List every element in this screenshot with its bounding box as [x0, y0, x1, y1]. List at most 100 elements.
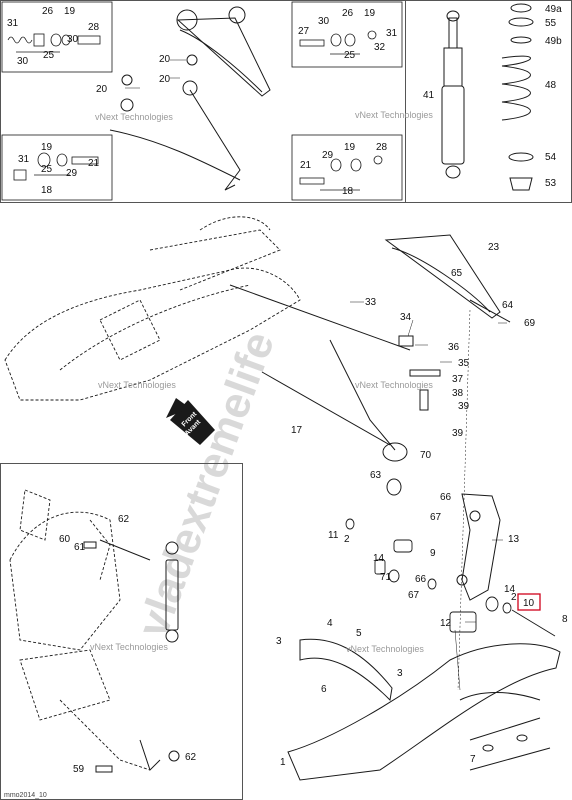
- vnext-watermark-3: vNext Technologies: [98, 380, 176, 390]
- callout-62: 62: [118, 514, 130, 525]
- skid-plate-and-ski: [287, 638, 561, 781]
- callout-41: 41: [423, 90, 435, 101]
- callout-1: 1: [280, 757, 286, 768]
- callout-19: 19: [344, 142, 356, 153]
- callout-64: 64: [502, 300, 514, 311]
- callout-55: 55: [545, 18, 557, 29]
- callout-60: 60: [59, 534, 71, 545]
- callout-53: 53: [545, 178, 557, 189]
- callout-36: 36: [448, 342, 460, 353]
- a-arm-assembly-top: [109, 6, 271, 191]
- callout-20: 20: [96, 84, 108, 95]
- callout-49a: 49a: [545, 4, 562, 15]
- callout-65: 65: [451, 268, 463, 279]
- callout-29: 29: [66, 168, 78, 179]
- callout-62: 62: [185, 752, 197, 763]
- callout-18: 18: [342, 186, 354, 197]
- callout-33: 33: [365, 297, 377, 308]
- vnext-watermark-2: vNext Technologies: [355, 110, 433, 120]
- callout-26: 26: [342, 8, 354, 19]
- callout-30: 30: [318, 16, 330, 27]
- callout-70: 70: [420, 450, 432, 461]
- callout-54: 54: [545, 152, 557, 163]
- callout-28: 28: [88, 22, 100, 33]
- callout-28: 28: [376, 142, 388, 153]
- callout-30: 30: [17, 56, 29, 67]
- callout-37: 37: [452, 374, 464, 385]
- callout-48: 48: [545, 80, 557, 91]
- callout-66: 66: [415, 574, 427, 585]
- callout-66: 66: [440, 492, 452, 503]
- callout-19: 19: [64, 6, 76, 17]
- steering-spindle: [456, 493, 501, 601]
- callout-10: 10: [523, 598, 535, 609]
- site-watermark: vladextremelife: [128, 326, 284, 644]
- callout-9: 9: [430, 548, 436, 559]
- callout-32: 32: [374, 42, 386, 53]
- callout-19: 19: [41, 142, 53, 153]
- lower-a-arm-detail-box-right: [291, 134, 403, 201]
- highlighted-callout-box: [517, 593, 541, 611]
- callout-34: 34: [400, 312, 412, 323]
- callout-35: 35: [458, 358, 470, 369]
- callout-8: 8: [562, 614, 568, 625]
- callout-21: 21: [88, 158, 100, 169]
- callout-25: 25: [41, 164, 53, 175]
- callout-20: 20: [159, 74, 171, 85]
- vnext-watermark-4: vNext Technologies: [355, 380, 433, 390]
- callout-13: 13: [508, 534, 520, 545]
- callout-31: 31: [18, 154, 30, 165]
- callout-11: 11: [328, 530, 339, 541]
- callout-29: 29: [322, 150, 334, 161]
- callout-14: 14: [504, 584, 516, 595]
- footer-code: mmo2014_10: [4, 792, 47, 799]
- callout-20: 20: [159, 54, 171, 65]
- chassis-shock: [83, 539, 180, 773]
- callout-4: 4: [327, 618, 333, 629]
- callout-numbers: 31 26 19 28 30 30 25 20 20 20 31 19 21 2…: [7, 4, 568, 775]
- callout-12: 12: [440, 618, 452, 629]
- callout-2: 2: [344, 534, 350, 545]
- upper-a-arm-detail-box-left: [1, 1, 113, 73]
- lower-a-arm-detail-box-left: [1, 134, 113, 201]
- callout-6: 6: [321, 684, 327, 695]
- callout-23: 23: [488, 242, 500, 253]
- leader-lines-top-left: [125, 59, 186, 89]
- callout-25: 25: [344, 50, 356, 61]
- callout-27: 27: [298, 26, 310, 37]
- callout-25: 25: [43, 50, 55, 61]
- callout-31: 31: [7, 18, 19, 29]
- callout-67: 67: [408, 590, 420, 601]
- callout-59: 59: [73, 764, 85, 775]
- callout-63: 63: [370, 470, 382, 481]
- callout-7: 7: [470, 754, 476, 765]
- chassis-detail: [9, 489, 151, 771]
- callout-67: 67: [430, 512, 442, 523]
- snowmobile-frame: [4, 216, 301, 401]
- shock-absorber: [441, 10, 465, 179]
- vnext-watermark-6: vNext Technologies: [346, 644, 424, 654]
- callout-5: 5: [356, 628, 362, 639]
- vnext-watermark-5: vNext Technologies: [90, 642, 168, 652]
- callout-31: 31: [386, 28, 398, 39]
- callout-69: 69: [524, 318, 536, 329]
- callout-18: 18: [41, 185, 53, 196]
- callout-71: 71: [380, 572, 392, 583]
- callout-14: 14: [373, 553, 385, 564]
- callout-17: 17: [291, 425, 303, 436]
- callout-3: 3: [276, 636, 282, 647]
- callout-21: 21: [300, 160, 312, 171]
- shock-spring: [501, 3, 534, 191]
- callout-39: 39: [458, 401, 470, 412]
- front-direction-arrow: Front Avant: [166, 398, 215, 445]
- callout-2: 2: [511, 592, 517, 603]
- front-suspension: [229, 234, 511, 496]
- callout-49b: 49b: [545, 36, 562, 47]
- callout-3: 3: [397, 668, 403, 679]
- callout-30: 30: [67, 34, 79, 45]
- callout-38: 38: [452, 388, 464, 399]
- vnext-watermark-1: vNext Technologies: [95, 112, 173, 122]
- callout-19: 19: [364, 8, 376, 19]
